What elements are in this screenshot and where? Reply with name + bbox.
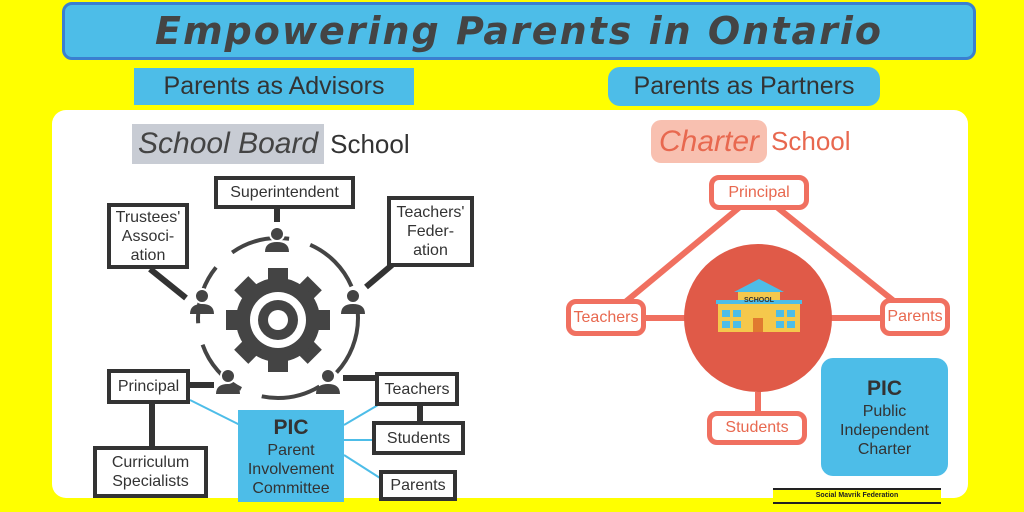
curriculum-specialists-box: Curriculum Specialists [93, 446, 208, 498]
school-sign: SCHOOL [744, 297, 775, 304]
pic-connectors [189, 399, 381, 479]
heading-highlight: Charter [651, 120, 768, 163]
teachers-federation-box: Teachers' Feder- ation [387, 196, 474, 267]
parent-involvement-committee-box: PIC Parent Involvement Committee [238, 410, 344, 502]
left-connectors [148, 208, 423, 446]
charter-students-box: Students [707, 411, 807, 445]
pic-full: Parent Involvement Committee [247, 441, 335, 497]
pic-abbr: PIC [273, 415, 309, 439]
charter-teachers-box: Teachers [566, 299, 646, 336]
charter-principal-box: Principal [709, 175, 809, 210]
teachers-box: Teachers [375, 372, 459, 406]
trustees-association-box: Trustees' Associ- ation [107, 203, 189, 269]
page-title: Empowering Parents in Ontario [62, 2, 976, 60]
footer-credit: Social Mavrik Federation [773, 488, 941, 504]
school-building-icon: SCHOOL [716, 279, 802, 332]
superintendent-box: Superintendent [214, 176, 355, 209]
charter-parents-box: Parents [880, 298, 950, 336]
parents-as-advisors-header: Parents as Advisors [134, 68, 414, 105]
students-box: Students [372, 421, 465, 455]
charter-school-heading: Charter School [651, 120, 851, 163]
person-icons [190, 226, 365, 394]
public-independent-charter-box: PIC Public Independent Charter [821, 358, 948, 476]
heading-rest: School [330, 128, 410, 159]
heading-rest: School [771, 126, 851, 156]
school-board-heading: School Board School [132, 124, 410, 164]
pic-full: Public Independent Charter [840, 402, 929, 458]
pic-abbr: PIC [866, 376, 902, 400]
parents-box: Parents [379, 470, 457, 501]
gear-icon [226, 268, 330, 372]
principal-box: Principal [107, 369, 190, 404]
heading-highlight: School Board [132, 124, 325, 164]
parents-as-partners-header: Parents as Partners [608, 67, 880, 106]
